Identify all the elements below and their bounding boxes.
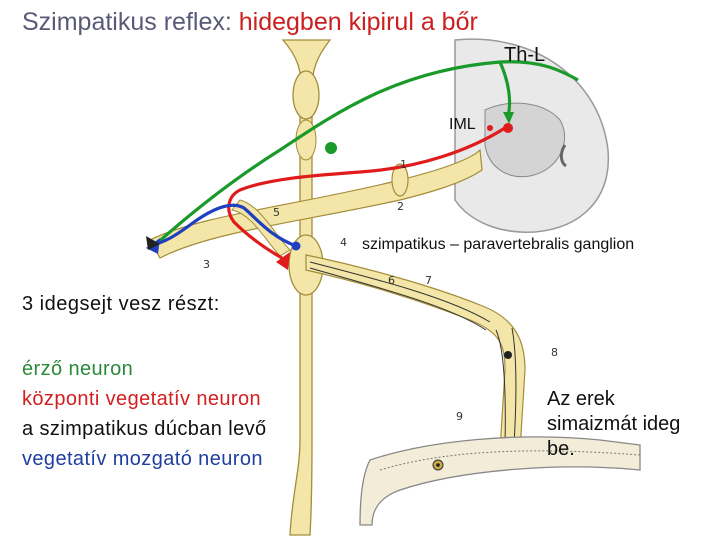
figure-number: 1 <box>400 158 407 171</box>
title-main: Szimpatikus reflex: <box>22 8 232 36</box>
figure-number: 3 <box>203 258 210 271</box>
ganglion-label: szimpatikus – paravertebralis ganglion <box>362 236 635 253</box>
sensory-pathway <box>153 60 579 247</box>
title-highlight: hidegben kipirul a bőr <box>238 8 478 36</box>
figure-number: 6 <box>388 274 395 287</box>
sympathetic-chain <box>281 39 332 536</box>
figure-number: 8 <box>551 346 558 359</box>
vessel-note-line: Az erek <box>547 388 615 410</box>
iml-label: IML <box>449 116 476 133</box>
figure-number: 7 <box>425 274 432 287</box>
page-title: Szimpatikus reflex: hidegben kipirul a b… <box>22 8 478 37</box>
figure-number: 2 <box>397 200 404 213</box>
central-pathway <box>227 123 513 270</box>
neuron-item-ganglion: a szimpatikus dúcban levő <box>22 418 267 440</box>
figure-numbers: 1 2 3 4 5 6 7 8 9 <box>203 158 558 423</box>
neurons-heading: 3 idegsejt vesz részt: <box>22 293 220 315</box>
figure-number: 9 <box>456 410 463 423</box>
blood-vessel <box>359 436 641 526</box>
vessel-note-line: be. <box>547 438 575 460</box>
neuron-item-sensory: érző neuron <box>22 358 134 380</box>
neuron-item-motor: vegetatív mozgató neuron <box>22 448 263 470</box>
figure-number: 5 <box>273 206 280 219</box>
segment-label: Th-L <box>504 44 546 66</box>
neuron-item-central: központi vegetatív neuron <box>22 388 262 410</box>
figure-number: 4 <box>340 236 347 249</box>
afferent-arrow-icon <box>146 236 160 250</box>
vessel-note: Az erek simaizmát ideg be. <box>547 387 680 462</box>
vessel-note-line: simaizmát ideg <box>547 413 681 435</box>
peripheral-nerve <box>305 254 526 451</box>
spinal-cord <box>454 38 610 233</box>
